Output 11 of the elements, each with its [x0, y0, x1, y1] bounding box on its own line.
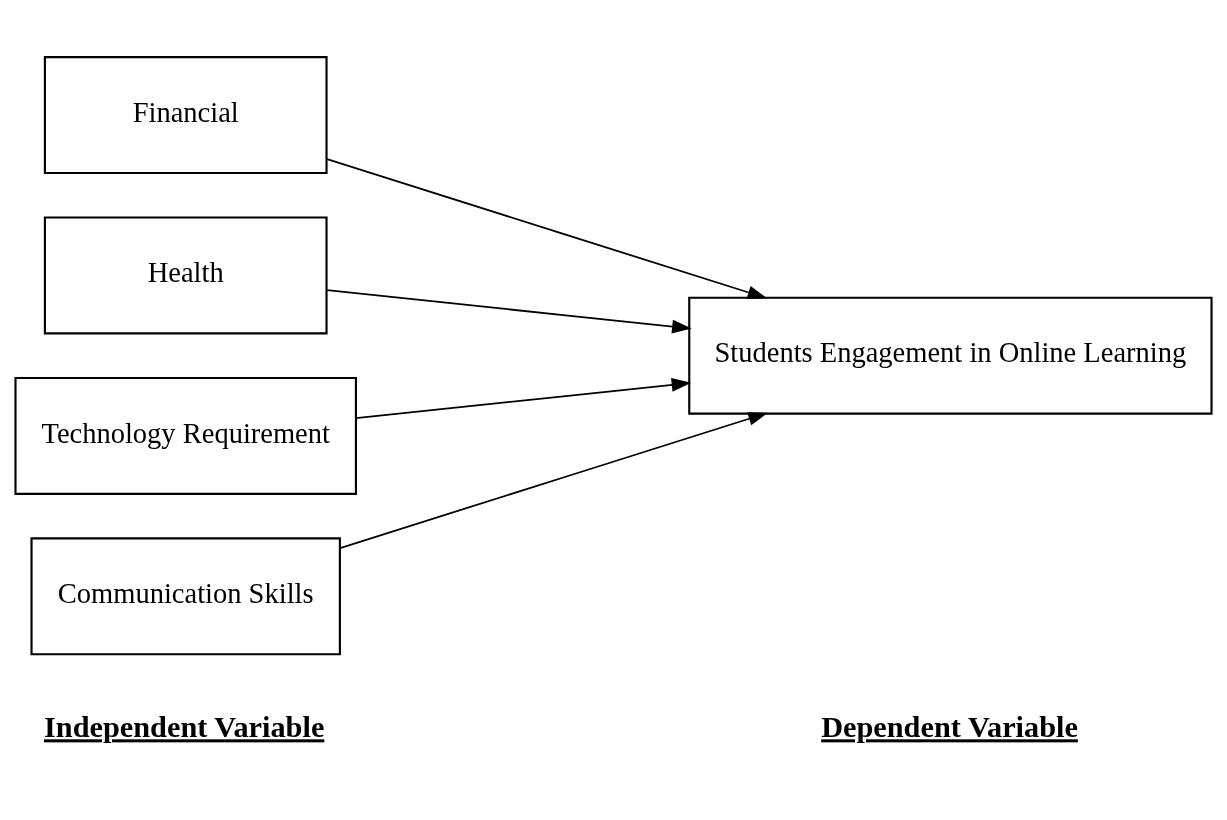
- node-box: Communication Skills: [30, 536, 341, 655]
- node-box: Technology Requirement: [14, 376, 357, 495]
- node-box: Financial: [43, 55, 328, 174]
- arrow: [339, 411, 768, 549]
- arrow: [326, 157, 768, 299]
- arrow: [355, 377, 692, 419]
- node-box: Health: [43, 216, 328, 334]
- label: Independent Variable: [44, 709, 325, 744]
- arrow: [326, 288, 692, 333]
- label: Dependent Variable: [821, 709, 1078, 744]
- node-box: Students Engagement in Online Learning: [688, 296, 1213, 415]
